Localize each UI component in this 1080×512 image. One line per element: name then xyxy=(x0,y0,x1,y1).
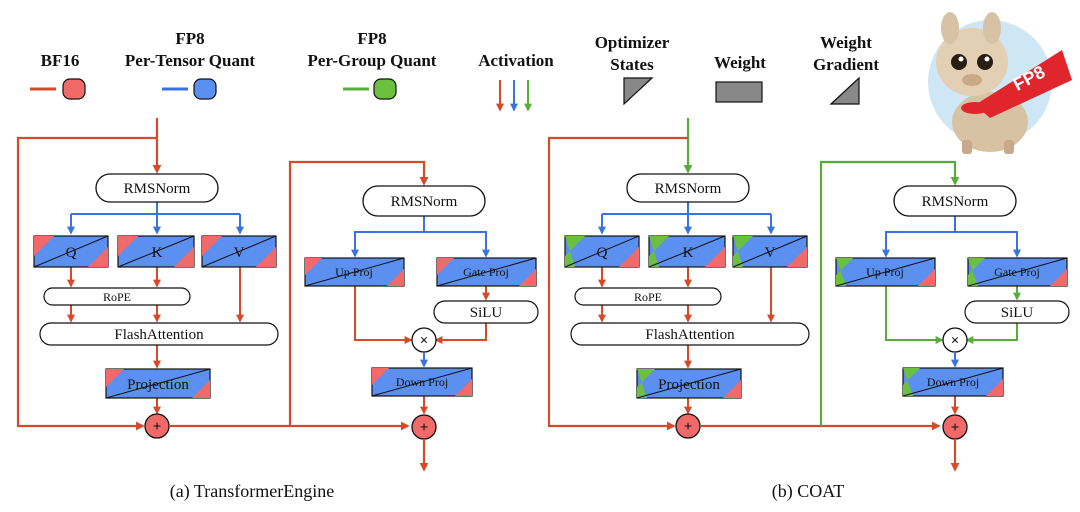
caption-a: (a) TransformerEngine xyxy=(170,481,334,502)
b-k-box: K xyxy=(648,235,726,268)
per-group-swatch xyxy=(373,78,397,100)
legend-weight: Weight xyxy=(714,53,766,103)
a-q-box: Q xyxy=(33,235,109,268)
b-silu-label: SiLU xyxy=(1001,305,1034,321)
legend: BF16 FP8 Per-Tensor Quant FP8 Per-Group … xyxy=(30,12,1072,154)
b-rmsnorm2-box xyxy=(893,185,1017,217)
b-q-label: Q xyxy=(597,245,608,261)
b-v-label: V xyxy=(765,245,776,261)
a-flash-box xyxy=(39,322,279,346)
a-down-proj-box: Down Proj xyxy=(371,367,473,397)
a-q-label: Q xyxy=(66,245,77,261)
b-q-box: Q xyxy=(564,235,640,268)
a-up-proj-label: Up Proj xyxy=(335,265,373,279)
b-add-2-symbol: + xyxy=(951,420,960,436)
b-rope-label: RoPE xyxy=(634,290,662,304)
a-projection-box: Projection xyxy=(105,368,211,399)
bf16-swatch xyxy=(62,78,86,100)
weight-swatch xyxy=(715,81,763,103)
b-rmsnorm1-label: RMSNorm xyxy=(655,181,722,197)
legend-per-tensor: FP8 Per-Tensor Quant xyxy=(125,29,256,100)
legend-optimizer-line2: States xyxy=(610,55,654,74)
diagram-a: RMSNorm Q K V RoPE FlashAttention xyxy=(16,118,539,502)
a-k-box: K xyxy=(117,235,195,268)
legend-weight-gradient-line2: Gradient xyxy=(813,55,879,74)
caption-b: (b) COAT xyxy=(772,481,845,502)
a-v-label: V xyxy=(234,245,245,261)
b-flash-box xyxy=(570,322,810,346)
a-k-label: K xyxy=(152,245,163,261)
a-silu-label: SiLU xyxy=(470,305,503,321)
legend-per-tensor-line2: Per-Tensor Quant xyxy=(125,51,256,70)
diagram-b: RMSNorm Q K V RoPE FlashAttention xyxy=(547,118,1070,502)
a-rmsnorm2-box xyxy=(362,185,486,217)
b-add-1-symbol: + xyxy=(684,419,693,435)
legend-optimizer: Optimizer States xyxy=(595,33,670,106)
alpaca-mascot-icon: FP8 xyxy=(928,12,1072,154)
legend-bf16-label: BF16 xyxy=(41,51,80,70)
weight-gradient-swatch xyxy=(829,76,860,105)
optimizer-swatch xyxy=(623,77,654,106)
legend-activation: Activation xyxy=(478,51,554,112)
a-multiply-op: × xyxy=(411,327,437,353)
b-up-proj-label: Up Proj xyxy=(866,265,904,279)
b-gate-proj-box: Gate Proj xyxy=(967,257,1068,287)
b-multiply-op: × xyxy=(942,327,968,353)
b-gate-proj-label: Gate Proj xyxy=(994,265,1040,279)
legend-per-group-line1: FP8 xyxy=(357,29,386,48)
a-v-box: V xyxy=(201,235,277,268)
a-rope-label: RoPE xyxy=(103,290,131,304)
a-rmsnorm1-label: RMSNorm xyxy=(124,181,191,197)
a-rmsnorm2-label: RMSNorm xyxy=(391,194,458,210)
legend-per-tensor-line1: FP8 xyxy=(175,29,204,48)
a-gate-proj-label: Gate Proj xyxy=(463,265,509,279)
legend-bf16: BF16 xyxy=(30,51,86,100)
b-rmsnorm2-label: RMSNorm xyxy=(922,194,989,210)
a-rmsnorm1-box xyxy=(95,173,219,203)
legend-optimizer-line1: Optimizer xyxy=(595,33,670,52)
legend-activation-label: Activation xyxy=(478,51,554,70)
b-silu-box xyxy=(964,300,1070,324)
b-flash-label: FlashAttention xyxy=(645,327,735,343)
b-down-proj-box: Down Proj xyxy=(902,367,1004,397)
legend-weight-gradient-line1: Weight xyxy=(820,33,872,52)
a-add-1-symbol: + xyxy=(153,419,162,435)
legend-per-group-line2: Per-Group Quant xyxy=(308,51,437,70)
b-rope-box xyxy=(574,287,722,306)
b-k-label: K xyxy=(683,245,694,261)
b-up-proj-box: Up Proj xyxy=(835,257,936,287)
b-projection-label: Projection xyxy=(658,377,720,393)
a-down-proj-label: Down Proj xyxy=(396,375,448,389)
a-up-proj-box: Up Proj xyxy=(304,257,405,287)
a-gate-proj-box: Gate Proj xyxy=(436,257,537,287)
b-add-op-1: + xyxy=(675,413,701,439)
legend-weight-gradient: Weight Gradient xyxy=(813,33,879,105)
a-flash-label: FlashAttention xyxy=(114,327,204,343)
a-add-op-1: + xyxy=(144,413,170,439)
b-down-proj-label: Down Proj xyxy=(927,375,979,389)
a-add-2-symbol: + xyxy=(420,420,429,436)
b-projection-box: Projection xyxy=(636,368,742,399)
a-silu-box xyxy=(433,300,539,324)
legend-weight-label: Weight xyxy=(714,53,766,72)
a-rope-box xyxy=(43,287,191,306)
b-multiply-symbol: × xyxy=(951,333,960,349)
b-rmsnorm1-box xyxy=(626,173,750,203)
b-v-box: V xyxy=(732,235,808,268)
a-projection-label: Projection xyxy=(127,377,189,393)
a-add-op-2: + xyxy=(411,414,437,440)
per-tensor-swatch xyxy=(193,78,217,100)
legend-per-group: FP8 Per-Group Quant xyxy=(308,29,437,100)
b-add-op-2: + xyxy=(942,414,968,440)
a-multiply-symbol: × xyxy=(420,333,429,349)
